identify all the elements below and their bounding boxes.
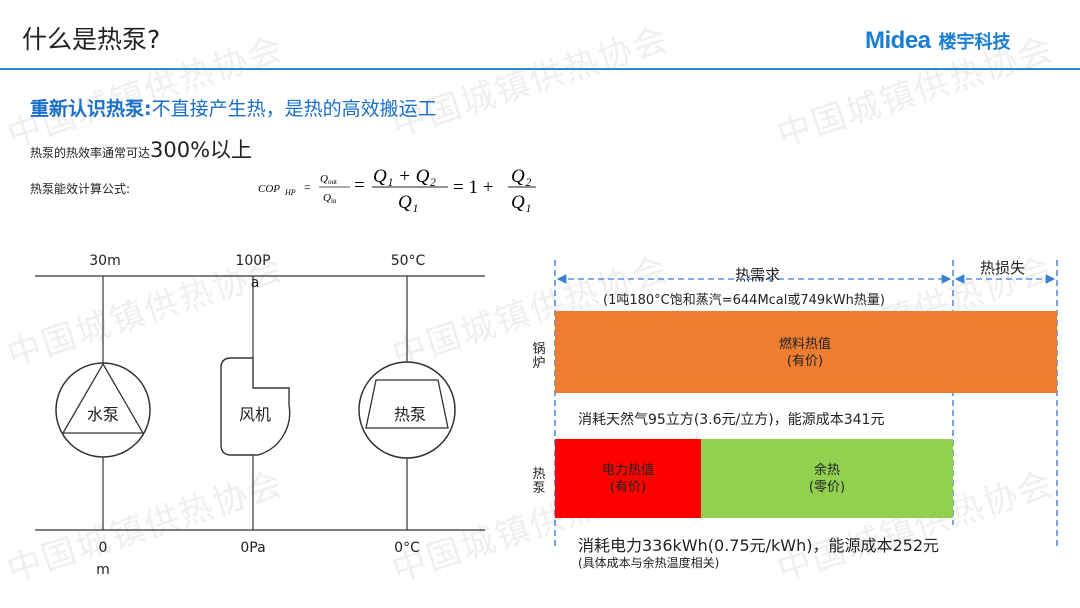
fan-label: 风机 [238, 405, 271, 424]
electric-bar-label: 电力热值 (有价) [601, 463, 654, 495]
watermark: 中国城镇供热协会 [387, 18, 674, 146]
hp-cost-text: 消耗电力336kWh(0.75元/kWh)，能源成本252元 [578, 536, 940, 555]
fan-top-label-suffix: a [250, 275, 260, 291]
water-pump-label: 水泵 [86, 405, 119, 424]
pump-bottom-label-suffix: m [96, 562, 110, 578]
pump-bottom-label: 0 [98, 540, 108, 556]
boiler-cost-text: 消耗天然气95立方(3.6元/立方)，能源成本341元 [578, 412, 885, 428]
formula-qout-sub: out [328, 178, 337, 186]
fan-icon [220, 357, 291, 456]
formula-qout: Q [320, 173, 328, 185]
boiler-bar-label: 燃料热值 (有价) [778, 337, 831, 369]
svg-text:=: = [354, 175, 365, 196]
brand-logo: Midea 楼宇科技 [865, 27, 1011, 55]
efficiency-value: 300%以上 [150, 138, 253, 162]
hp-electric-bar [555, 439, 701, 518]
page-title: 什么是热泵? [22, 25, 161, 54]
svg-text:=: = [304, 180, 311, 194]
efficiency-prefix: 热泵的热效率通常可达 [30, 146, 151, 160]
midea-logo-mark: Midea [865, 27, 931, 54]
formula-lhs-sub: HP [284, 188, 296, 197]
hp-waste-heat-bar [701, 439, 953, 518]
heatpump-bottom-label: 0°C [394, 540, 420, 556]
boiler-label: 锅炉 [532, 342, 546, 371]
subheading: 重新认识热泵:不直接产生热，是热的高效搬运工 [30, 94, 437, 121]
waste-heat-bar-label: 余热 (零价) [808, 463, 846, 495]
analogy-diagram [35, 275, 485, 531]
heat-pump-side-label: 热泵 [532, 467, 546, 496]
formula-qin-sub: in [331, 197, 337, 205]
energy-comparison-chart [554, 260, 1058, 550]
subheading-bold: 重新认识热泵: [30, 98, 152, 120]
formula-lhs: COP [258, 183, 280, 195]
demand-note: (1吨180°C饱和蒸汽=644Mcal或749kWh热量) [603, 293, 885, 308]
fan-bottom-label: 0Pa [240, 540, 266, 556]
heat-loss-label: 热损失 [980, 259, 1026, 277]
formula-label: 热泵能效计算公式: [30, 182, 131, 196]
hp-cost-note: (具体成本与余热温度相关) [578, 556, 720, 570]
cop-formula: COP HP = Q out Q in = Q₁ + Q₂ Q₁ = 1 + Q… [258, 166, 536, 213]
heatpump-top-label: 50°C [390, 253, 426, 269]
formula-den1: Q₁ [398, 192, 418, 213]
heat-demand-label: 热需求 [735, 266, 781, 284]
brand-name: 楼宇科技 [938, 32, 1011, 53]
boiler-fuel-bar [555, 311, 1057, 393]
subheading-text: 不直接产生热，是热的高效搬运工 [151, 98, 437, 120]
heat-pump-label: 热泵 [393, 405, 426, 424]
header-divider [0, 68, 1080, 70]
heat-pump-icon [358, 361, 456, 459]
formula-one-plus: = 1 + [453, 177, 493, 198]
pump-top-label: 30m [89, 253, 121, 269]
fan-top-label: 100P [235, 253, 271, 269]
formula-den2: Q₁ [511, 192, 531, 213]
formula-qin: Q [323, 192, 331, 204]
efficiency-line: 热泵的热效率通常可达300%以上 [30, 134, 252, 164]
formula-num2: Q₂ [511, 166, 532, 187]
formula-num1: Q₁ + Q₂ [373, 166, 436, 187]
